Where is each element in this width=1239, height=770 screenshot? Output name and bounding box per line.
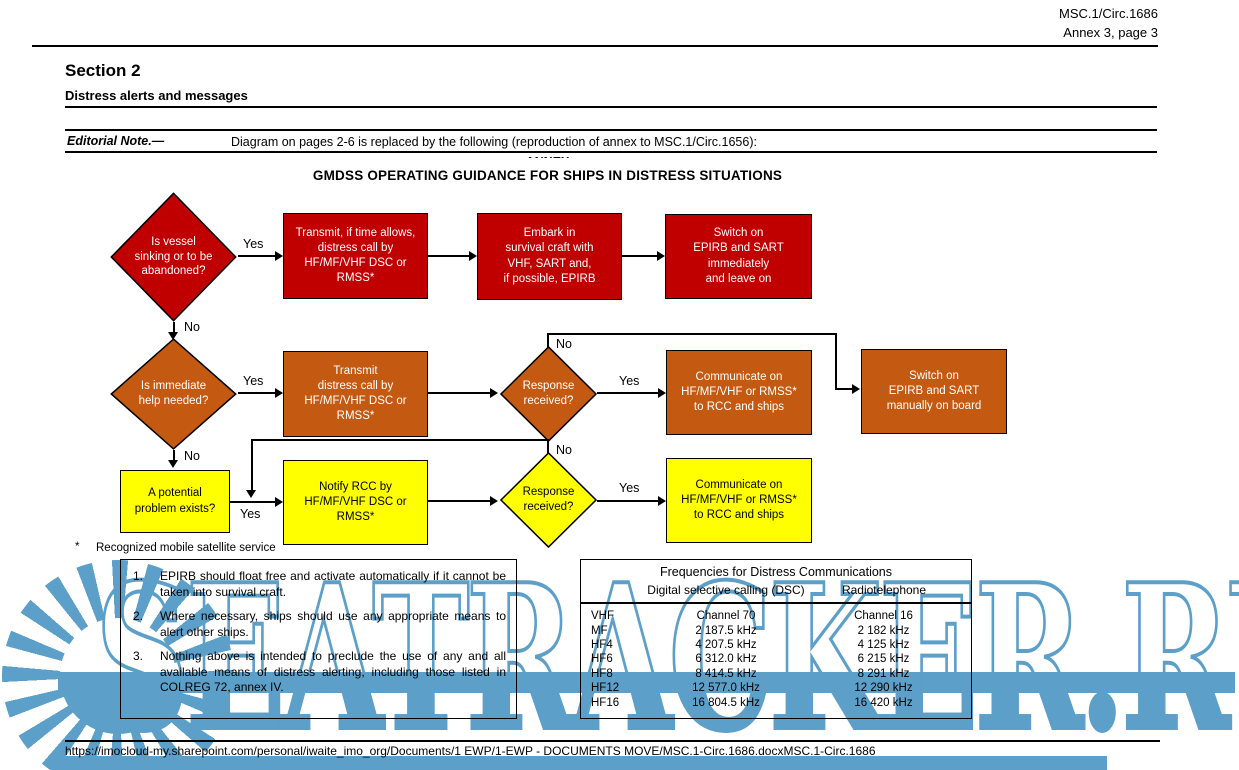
connector	[622, 255, 657, 257]
annex-page: Annex 3, page 3	[1063, 25, 1158, 40]
editorial-note-text: Diagram on pages 2-6 is replaced by the …	[231, 135, 757, 149]
connector	[251, 439, 549, 441]
box-switch-on-epirb-manually: Switch on EPIRB and SART manually on boa…	[861, 349, 1007, 434]
watermark-bottom-bar	[57, 756, 1107, 770]
footer-url-link[interactable]: https://imocloud-my.sharepoint.com/perso…	[65, 744, 876, 758]
arrowhead	[168, 460, 178, 468]
connector	[238, 392, 276, 394]
box-communicate-rcc-2: Communicate on HF/MF/VHF or RMSS* to RCC…	[666, 458, 812, 543]
watermark-water-stripe	[58, 672, 1235, 693]
sun-core	[60, 618, 176, 734]
table-row: HF8 8 414.5 kHz 8 291 kHz	[591, 667, 910, 680]
label-yes: Yes	[240, 507, 261, 521]
label-no: No	[184, 320, 200, 334]
box-transmit-if-time: Transmit, if time allows, distress call …	[283, 213, 428, 299]
label-yes: Yes	[619, 481, 640, 495]
table-row: MF 2 187.5 kHz 2 182 kHz	[591, 624, 910, 637]
box-communicate-rcc-1: Communicate on HF/MF/VHF or RMSS* to RCC…	[666, 350, 812, 435]
note-text: Nothing above is intended to preclude th…	[160, 649, 506, 694]
connector	[251, 439, 253, 491]
rule-under-subtitle	[65, 106, 1157, 108]
label-yes: Yes	[619, 374, 640, 388]
table-row: HF12 12 577.0 kHz 12 290 kHz	[591, 682, 913, 695]
table-row: HF16 16 804.5 kHz 16 420 kHz	[591, 696, 913, 709]
decision-response-received-1: Response received?	[500, 346, 597, 442]
box-potential-problem: A potential problem exists?	[120, 470, 230, 533]
connector	[547, 333, 837, 335]
table-header-separator	[581, 602, 971, 604]
header-rule	[32, 45, 1158, 47]
arrowhead	[275, 388, 283, 398]
table-col-header-radiotelephone: Radiotelephone	[841, 583, 927, 597]
arrowhead	[658, 388, 666, 398]
box-switch-on-epirb-immediately: Switch on EPIRB and SART immediately and…	[665, 214, 812, 299]
label-no: No	[556, 443, 572, 457]
arrowhead	[490, 496, 498, 506]
arrowhead	[246, 490, 256, 498]
label-no: No	[556, 337, 572, 351]
connector	[428, 500, 490, 502]
connector	[547, 440, 549, 454]
box-embark-survival-craft: Embark in survival craft with VHF, SART …	[477, 213, 622, 300]
doc-number: MSC.1/Circ.1686	[1059, 6, 1158, 21]
box-transmit-distress-call: Transmit distress call by HF/MF/VHF DSC …	[283, 351, 428, 437]
connector	[230, 501, 276, 503]
connector	[173, 322, 175, 333]
note-item: 2. Where necessary, ships should use any…	[133, 609, 506, 640]
table-row: HF6 6 312.0 kHz 6 215 kHz	[591, 653, 910, 666]
table-row: VHF Channel 70 Channel 16	[591, 610, 913, 623]
connector	[835, 388, 852, 390]
note-text: Where necessary, ships should use any ap…	[160, 609, 506, 639]
table-body: VHF Channel 70 Channel 16 MF 2 187.5 kHz…	[581, 609, 971, 710]
arrowhead	[275, 497, 283, 507]
note-item: 1. EPIRB should float free and activate …	[133, 569, 506, 600]
note-number: 3.	[133, 649, 144, 663]
page-header: MSC.1/Circ.1686 Annex 3, page 3	[800, 4, 1158, 42]
label-yes: Yes	[243, 374, 264, 388]
connector	[597, 500, 658, 502]
arrowhead	[275, 251, 283, 261]
arrowhead	[168, 332, 178, 340]
box-notify-rcc: Notify RCC by HF/MF/VHF DSC or RMSS*	[283, 460, 428, 545]
connector	[428, 255, 469, 257]
watermark-text: SEATRACKER.RU	[94, 557, 1239, 761]
frequencies-table: Frequencies for Distress Communications …	[580, 559, 972, 719]
decision-vessel-sinking: Is vessel sinking or to be abandoned?	[110, 192, 237, 322]
section-subtitle: Distress alerts and messages	[65, 88, 248, 103]
decision-immediate-help: Is immediate help needed?	[110, 338, 237, 450]
footnote-text: Recognized mobile satellite service	[96, 542, 276, 554]
connector	[835, 333, 837, 389]
note-number: 1.	[133, 569, 144, 583]
annex-heading-clipped: ANNEX	[0, 153, 1095, 158]
label-no: No	[184, 449, 200, 463]
arrowhead	[490, 388, 498, 398]
arrowhead	[657, 251, 665, 261]
footnote-marker: *	[75, 541, 80, 553]
label-yes: Yes	[243, 237, 264, 251]
table-row: HF4 4 207.5 kHz 4 125 kHz	[591, 638, 910, 651]
editorial-rule-top	[65, 129, 1157, 131]
section-title: Section 2	[65, 61, 141, 80]
arrowhead	[852, 384, 860, 394]
note-item: 3. Nothing above is intended to preclude…	[133, 649, 506, 696]
connector	[238, 255, 276, 257]
diagram-title: GMDSS OPERATING GUIDANCE FOR SHIPS IN DI…	[312, 168, 783, 183]
table-title: Frequencies for Distress Communications	[659, 565, 893, 579]
arrowhead	[658, 496, 666, 506]
table-col-header-dsc: Digital selective calling (DSC)	[647, 583, 805, 597]
note-number: 2.	[133, 609, 144, 623]
decision-response-received-2: Response received?	[500, 452, 597, 548]
arrowhead	[469, 251, 477, 261]
notes-box: 1. EPIRB should float free and activate …	[120, 559, 517, 719]
footer-rule	[65, 740, 1160, 742]
editorial-rule-bottom	[65, 151, 1157, 153]
connector	[428, 392, 490, 394]
connector	[547, 334, 549, 348]
connector	[597, 392, 658, 394]
connector	[173, 450, 175, 461]
note-text: EPIRB should float free and activate aut…	[160, 569, 506, 599]
editorial-note-label: Editorial Note.—	[67, 134, 165, 148]
